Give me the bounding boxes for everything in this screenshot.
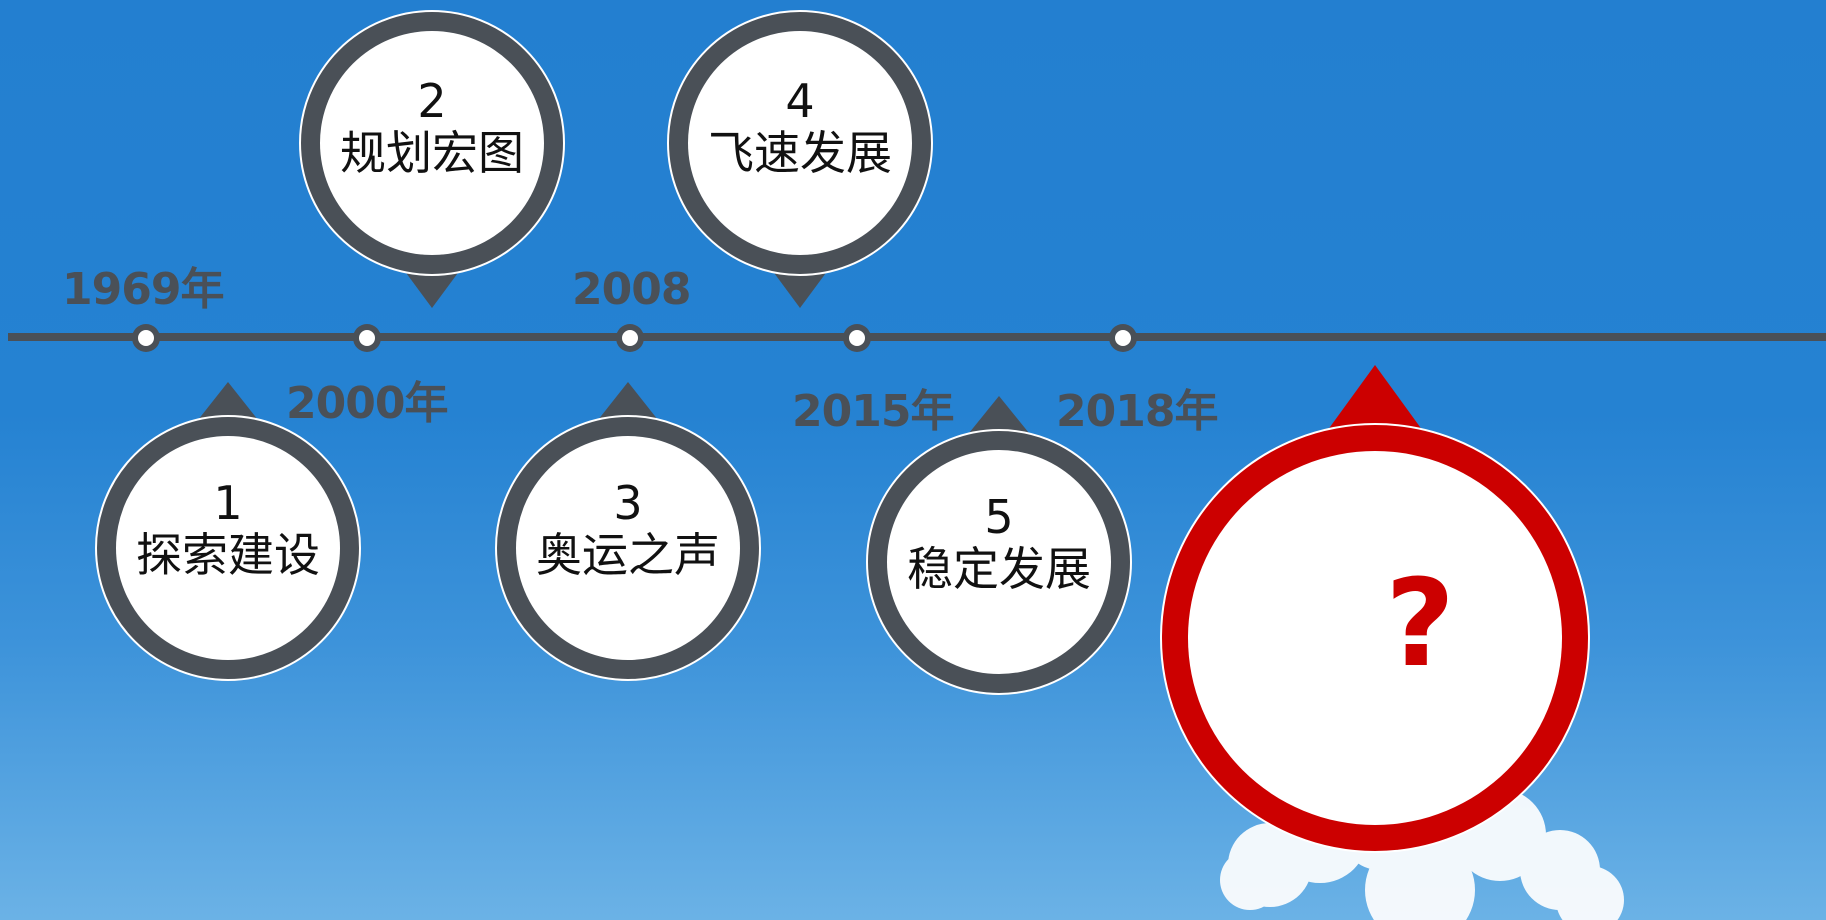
- stage-number: 5: [984, 490, 1014, 544]
- year-label-2015: 2015年: [792, 386, 954, 437]
- stage-number: 4: [785, 74, 815, 128]
- stage-bubble-5: [866, 396, 1132, 695]
- stage-label: 奥运之声: [536, 527, 720, 582]
- year-label-2018: 2018年: [1056, 386, 1218, 437]
- stage-number: 3: [613, 476, 643, 530]
- stage-text-1: 1 探索建设: [128, 476, 328, 582]
- stage-bubble-4: [667, 10, 933, 308]
- stage-label: 规划宏图: [340, 125, 524, 180]
- stage-bubble-2: [299, 10, 565, 308]
- timeline-node: [353, 324, 381, 352]
- timeline-node: [132, 324, 160, 352]
- stage-text-5: 5 稳定发展: [899, 490, 1099, 596]
- stage-bubble-3: [495, 382, 761, 681]
- future-bubble: [1160, 365, 1590, 853]
- stage-label: 飞速发展: [708, 125, 892, 180]
- stage-number: 2: [417, 74, 447, 128]
- timeline-node: [1109, 324, 1137, 352]
- stage-text-2: 2 规划宏图: [332, 74, 532, 180]
- stage-text-3: 3 奥运之声: [528, 476, 728, 582]
- stage-label: 稳定发展: [907, 541, 1091, 596]
- year-label-2008: 2008: [572, 264, 691, 315]
- stage-label: 探索建设: [136, 527, 320, 582]
- timeline-node: [616, 324, 644, 352]
- timeline-node: [843, 324, 871, 352]
- stage-number: 1: [213, 476, 243, 530]
- year-label-1969: 1969年: [62, 264, 224, 315]
- stage-text-4: 4 飞速发展: [700, 74, 900, 180]
- stage-bubble-1: [95, 382, 361, 681]
- year-label-2000: 2000年: [286, 378, 448, 429]
- question-mark-icon: ?: [1385, 555, 1455, 694]
- timeline-axis: [8, 333, 1826, 341]
